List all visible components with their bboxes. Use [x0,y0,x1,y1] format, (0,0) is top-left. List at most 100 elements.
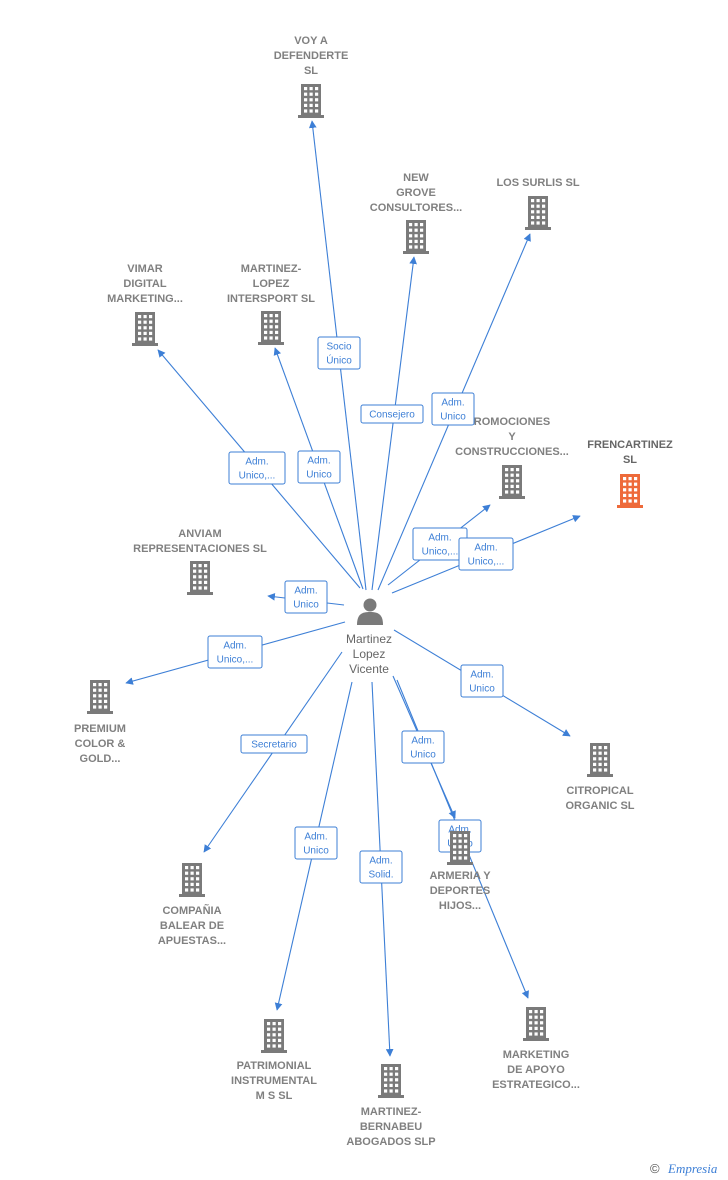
building-icon [523,1007,549,1041]
person-label: Lopez [353,647,386,661]
company-label: GROVE [396,187,436,199]
edge-label-new-grove[interactable]: Consejero [360,404,424,424]
edge-label-text: Adm. [294,586,317,597]
edge-label-text: Único [326,354,352,367]
company-label: NEW [403,172,429,184]
copyright-symbol: © [650,1161,660,1176]
edge-label-text: Adm. [223,641,246,652]
edge-label-text: Unico,... [468,557,505,568]
building-icon [261,1019,287,1053]
edge-label-text: Adm. [304,832,327,843]
edge-label-text: Adm. [245,457,268,468]
edge-label-armeria[interactable]: Adm.Unico [401,730,445,764]
edge-label-text: Unico [469,684,495,695]
company-label: VIMAR [127,263,163,275]
building-icon [258,311,284,345]
company-label: M S SL [256,1090,293,1102]
edge-label-los-surlis[interactable]: Adm.Unico [431,392,475,426]
company-label: REPRESENTACIONES SL [133,543,267,555]
company-label: Y [508,431,516,443]
company-label: LOPEZ [253,278,290,290]
edge-label-compania-balear[interactable]: Secretario [240,734,308,754]
company-node-compania-balear[interactable]: COMPAÑIA BALEAR DE APUESTAS... [158,863,226,947]
edge-label-frencartinez[interactable]: Adm.Unico,... [458,537,514,571]
company-node-armeria[interactable]: ARMERIA Y DEPORTES HIJOS... [429,831,491,912]
edge-label-text: Adm. [448,825,471,836]
edge-label-text: Solid. [368,870,393,881]
edge-label-text: Secretario [251,740,297,751]
company-label: ROMOCIONES [474,416,550,428]
edge-label-text: Adm. [428,533,451,544]
edge-label-premium-color[interactable]: Adm.Unico,... [207,635,263,669]
building-icon [187,561,213,595]
company-label: CONSTRUCCIONES... [455,446,569,458]
nodes-layer: VOY A DEFENDERTE SL NEW GROVE CONSULTORES... L… [74,35,673,1148]
edge-label-citropical[interactable]: Adm. Unico [460,664,504,698]
edge-label-text: Unico [306,470,332,481]
building-icon [403,220,429,254]
company-label: CONSULTORES... [370,202,463,214]
building-icon [378,1064,404,1098]
company-node-los-surlis[interactable]: LOS SURLIS SL [496,177,580,230]
company-label: ABOGADOS SLP [346,1136,435,1148]
company-label: HIJOS... [439,900,481,912]
edge-label-anviam[interactable]: Adm.Unico [284,580,328,614]
person-icon [357,598,383,625]
company-label: ANVIAM [178,528,221,540]
edge-label-text: Adm. [470,670,493,681]
company-node-citropical[interactable]: CITROPICAL ORGANIC SL [565,743,635,812]
company-node-promociones[interactable]: ROMOCIONES Y CONSTRUCCIONES... [455,416,569,499]
edge-label-text: Consejero [369,410,415,421]
company-label: COMPAÑIA [162,904,221,917]
company-label: MARKETING... [107,293,183,305]
company-label: MARTINEZ- [241,263,302,275]
edge-label-vimar-digital[interactable]: Adm. Unico,... [228,451,286,485]
building-icon [587,743,613,777]
edge-label-text: Socio [326,342,351,353]
edge-label-text: Unico [410,750,436,761]
company-label: GOLD... [80,753,121,765]
person-label: Martinez [346,632,392,646]
edge-label-text: Unico [303,846,329,857]
company-label: FRENCARTINEZ [587,439,673,451]
company-label: ORGANIC SL [565,800,634,812]
edge-labels-layer: SocioÚnicoConsejeroAdm.UnicoAdm.Unico,..… [207,336,514,884]
company-node-vimar-digital[interactable]: VIMAR DIGITAL MARKETING... [107,263,183,346]
company-label: BALEAR DE [160,920,224,932]
company-label: ARMERIA Y [429,870,491,882]
company-node-voy-a-defenderte[interactable]: VOY A DEFENDERTE SL [274,35,349,118]
company-label: PREMIUM [74,723,126,735]
company-label: SL [304,65,318,77]
company-label: DIGITAL [123,278,166,290]
edge-label-text: Unico [440,412,466,423]
company-label: CITROPICAL [566,785,634,797]
building-icon [447,831,473,865]
company-label: INSTRUMENTAL [231,1075,317,1087]
building-icon [298,84,324,118]
edge-label-martinez-lopez-intersport[interactable]: Adm.Unico [297,450,341,484]
edge-label-text: Unico,... [239,471,276,482]
company-node-anviam[interactable]: ANVIAM REPRESENTACIONES SL [133,528,267,595]
company-node-new-grove[interactable]: NEW GROVE CONSULTORES... [370,172,463,254]
edge-label-patrimonial[interactable]: Adm. Unico [294,826,338,860]
company-label: PATRIMONIAL [237,1060,312,1072]
company-label: VOY A [294,35,328,47]
footer-branding: © Empresia [650,1161,718,1176]
building-icon [179,863,205,897]
building-icon [499,465,525,499]
company-node-patrimonial[interactable]: PATRIMONIAL INSTRUMENTAL M S SL [231,1019,317,1102]
company-label: DEPORTES [430,885,491,897]
company-label: ESTRATEGICO... [492,1079,580,1091]
company-label: DEFENDERTE [274,50,349,62]
edge-label-text: Adm. [369,856,392,867]
company-label: APUESTAS... [158,935,226,947]
edge-label-martinez-bernabeu[interactable]: Adm. Solid. [359,850,403,884]
